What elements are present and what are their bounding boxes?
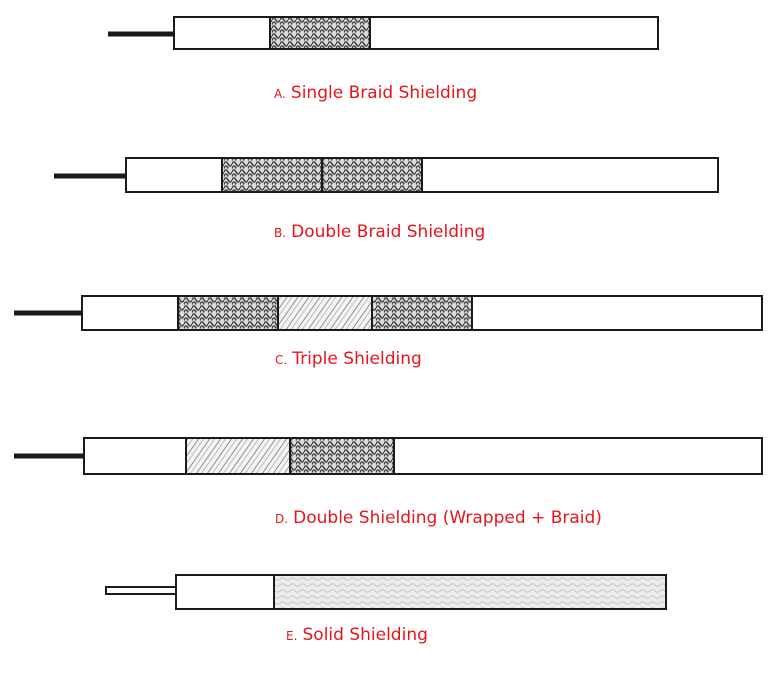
caption-e: E. Solid Shielding bbox=[286, 627, 428, 644]
caption-label: Single Braid Shielding bbox=[290, 83, 478, 103]
caption-d: D. Double Shielding (Wrapped + Braid) bbox=[275, 510, 602, 527]
braid-shield bbox=[289, 437, 395, 475]
braid-shield-inner bbox=[177, 295, 279, 331]
solid-shield bbox=[273, 574, 667, 610]
braid-shield-inner bbox=[221, 157, 323, 193]
wrapped-foil-shield bbox=[277, 295, 373, 331]
caption-letter: D. bbox=[275, 512, 289, 526]
caption-letter: C. bbox=[275, 353, 288, 367]
outer-jacket bbox=[471, 295, 763, 331]
outer-jacket bbox=[421, 157, 719, 193]
cable-e bbox=[105, 574, 667, 610]
caption-b: B. Double Braid Shielding bbox=[274, 224, 485, 241]
caption-label: Double Braid Shielding bbox=[291, 222, 486, 242]
caption-letter: E. bbox=[286, 629, 298, 643]
insulation bbox=[173, 16, 271, 50]
caption-letter: B. bbox=[274, 226, 287, 240]
caption-label: Solid Shielding bbox=[302, 625, 428, 645]
insulation bbox=[125, 157, 223, 193]
caption-c: C. Triple Shielding bbox=[275, 351, 422, 368]
outer-jacket bbox=[393, 437, 763, 475]
cable-a bbox=[108, 16, 659, 50]
caption-label: Double Shielding (Wrapped + Braid) bbox=[293, 508, 602, 528]
insulation bbox=[81, 295, 179, 331]
braid-shield-outer bbox=[321, 157, 423, 193]
cable-c bbox=[14, 295, 763, 331]
conductor bbox=[105, 586, 177, 595]
caption-letter: A. bbox=[274, 87, 286, 101]
cable-d bbox=[14, 437, 763, 475]
braid-shield-outer bbox=[371, 295, 473, 331]
caption-label: Triple Shielding bbox=[292, 349, 422, 369]
wrapped-foil-shield bbox=[185, 437, 291, 475]
caption-a: A. Single Braid Shielding bbox=[274, 85, 477, 102]
outer-jacket bbox=[369, 16, 659, 50]
insulation bbox=[175, 574, 275, 610]
cable-b bbox=[54, 157, 719, 193]
braid-shield bbox=[269, 16, 371, 50]
insulation bbox=[83, 437, 187, 475]
